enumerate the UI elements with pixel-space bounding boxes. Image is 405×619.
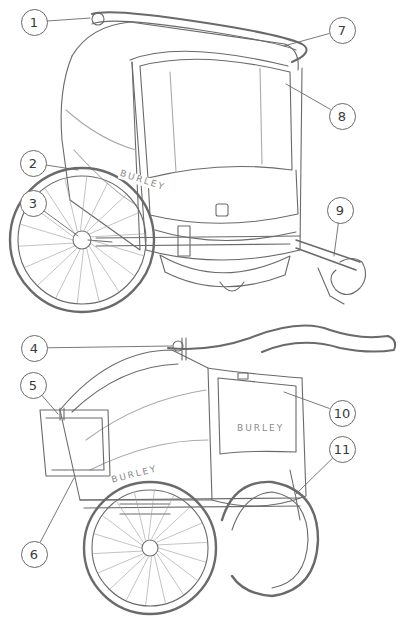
wheel-spoke [157,554,183,595]
wheel-spoke [91,240,143,256]
brand-label: BURLEY [236,424,285,434]
trailer-rear-view [40,326,395,615]
callout-circle: 6 [21,541,48,568]
wheel-spoke [155,556,166,603]
leader-line [48,18,91,21]
wheel-spoke [89,246,119,291]
wheel-spoke [80,177,86,231]
callout-circle: 4 [21,335,48,362]
callout-circle: 10 [329,400,356,427]
leader-line [46,165,78,170]
wheel-spoke [65,179,78,232]
callout-number: 4 [30,342,38,355]
leader-line [40,478,74,542]
leader-lines [40,18,338,542]
wheel-spoke [77,249,83,303]
wheel-spoke [91,234,145,237]
callout-number: 1 [30,16,38,29]
callout-circle: 9 [327,197,354,224]
callout-number: 10 [334,407,351,420]
wheel-spoke [135,493,146,540]
callout-number: 7 [338,24,346,37]
callout-number: 6 [30,548,38,561]
wheel-spoke [159,548,205,562]
trailer-front-view [10,12,366,312]
wheel-spoke [93,551,141,554]
wheel-spoke [157,523,202,542]
callout-circle: 2 [20,150,47,177]
callout-circle: 3 [20,190,47,217]
leader-line [44,211,78,236]
leader-line [284,392,329,408]
callout-circle: 11 [329,436,356,463]
wheel-spoke [45,189,75,234]
callout-number: 9 [336,204,344,217]
wheel-spoke [87,248,100,301]
callout-number: 2 [29,157,37,170]
leader-line [284,34,329,46]
wheel-spoke [159,542,207,545]
leader-line [42,395,58,414]
wheel-spoke [155,507,190,540]
callout-circle: 7 [329,17,356,44]
callout-circle: 5 [20,372,47,399]
callout-number: 3 [29,197,37,210]
wheel-spoke [25,246,75,267]
leader-line [296,458,332,494]
callout-number: 5 [29,379,37,392]
leader-line [334,223,338,256]
wheel-spoke [89,213,139,235]
callout-circle: 1 [21,9,48,36]
wheel-spoke [110,556,145,589]
wheel-spoke [99,554,144,573]
leader-line [48,346,173,348]
wheel-spoke [117,502,143,543]
callout-number: 11 [334,443,351,456]
wheel-spoke [148,491,154,539]
wheel-spoke [19,243,73,246]
callout-circle: 8 [329,103,356,130]
leader-line [286,84,330,109]
wheel-spoke [146,557,152,605]
callout-number: 8 [338,110,346,123]
wheel-spoke [95,534,141,548]
wheel-spoke [91,243,135,275]
